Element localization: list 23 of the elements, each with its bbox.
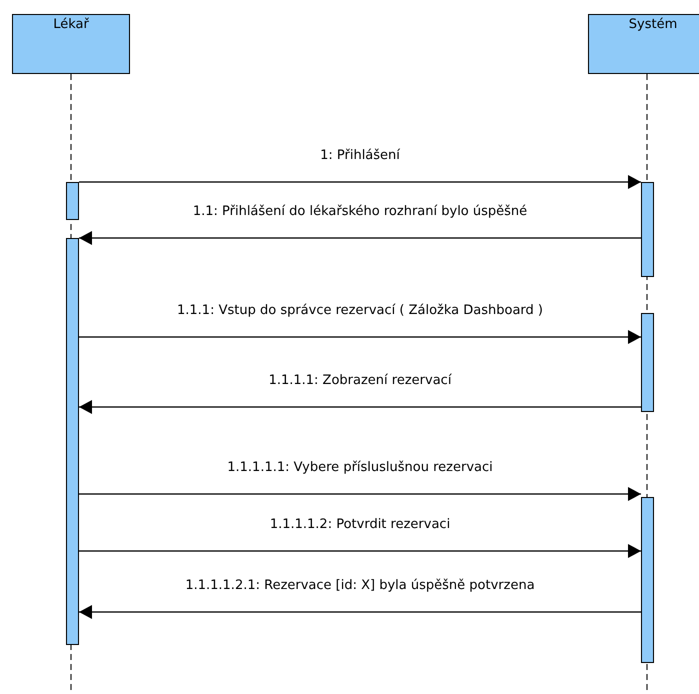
message-label: 1.1.1.1: Zobrazení rezervací <box>268 373 452 388</box>
lifeline-head-box <box>588 14 699 74</box>
activation-bar <box>66 182 79 220</box>
message-label: 1.1.1.1.2: Potvrdit rezervaci <box>270 517 450 532</box>
activation-bar <box>641 497 654 663</box>
message-arrow <box>79 544 641 558</box>
activation-bar <box>66 238 79 645</box>
message-arrow <box>79 231 641 245</box>
message-arrow <box>79 330 641 344</box>
message-label: 1.1: Přihlášení do lékařského rozhraní bylo úspěšné <box>192 204 528 219</box>
activation-bar <box>641 313 654 412</box>
message-arrow <box>79 400 641 414</box>
participant-name: Systém <box>628 17 678 32</box>
message-arrow <box>79 605 641 619</box>
message-arrow <box>79 487 641 501</box>
message-label: 1.1.1.1.1: Vybere přísluslušnou rezervaci <box>227 460 493 475</box>
message-label: 1.1.1: Vstup do správce rezervací ( Záložka Dashboard ) <box>177 303 543 318</box>
participant-name: Lékař <box>52 17 90 32</box>
activation-bar <box>641 182 654 277</box>
message-label: 1.1.1.1.2.1: Rezervace [id: X] byla úspěšně potvrzena <box>185 578 535 593</box>
message-label: 1: Přihlášení <box>320 148 400 163</box>
message-arrow <box>79 175 641 189</box>
lifeline-head-box <box>12 14 130 74</box>
